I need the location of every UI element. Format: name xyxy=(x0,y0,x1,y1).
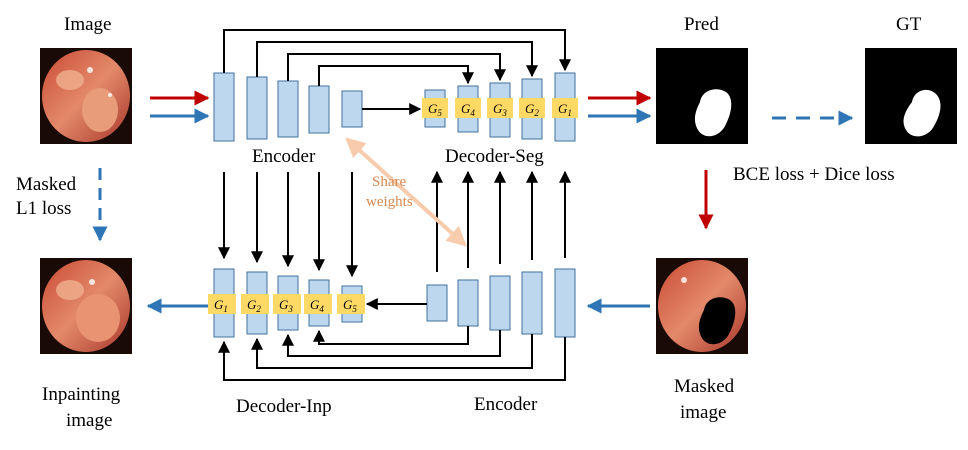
top-encoder xyxy=(213,72,363,142)
bottom-encoder-block xyxy=(554,268,576,338)
label-encoder-top: Encoder xyxy=(252,146,316,167)
svg-text:G1: G1 xyxy=(558,101,572,118)
label-masked-image-line2: image xyxy=(680,402,726,423)
svg-text:G3: G3 xyxy=(493,101,507,118)
label-share-line2: weights xyxy=(366,194,413,210)
label-decoder-seg: Decoder-Seg xyxy=(445,146,544,167)
share-weights-arrow xyxy=(345,137,467,247)
top-encoder-block xyxy=(246,76,268,140)
bottom-encoder-block xyxy=(489,275,511,331)
input-image xyxy=(40,48,132,144)
label-masked-image-line1: Masked xyxy=(674,376,735,397)
label-share-line1: Share xyxy=(372,174,406,190)
label-masked-l1-line1: Masked xyxy=(16,174,77,195)
labels: Image Pred GT Encoder Decoder-Seg Masked… xyxy=(16,14,922,431)
label-image: Image xyxy=(64,14,111,35)
top-encoder-block xyxy=(213,72,235,142)
top-encoder-block xyxy=(308,85,330,134)
label-gt: GT xyxy=(896,14,922,35)
svg-text:G4: G4 xyxy=(461,101,475,118)
bottom-encoder-block xyxy=(521,271,543,335)
top-skip-connections xyxy=(223,29,571,115)
top-encoder-block xyxy=(341,90,363,128)
top-encoder-block xyxy=(277,80,299,138)
svg-text:G5: G5 xyxy=(428,101,442,118)
gt-mask xyxy=(865,48,957,144)
top-gates: G5 G4 G3 G2 G1 xyxy=(422,98,578,118)
flow-arrows xyxy=(92,90,854,314)
label-encoder-bottom: Encoder xyxy=(474,394,538,415)
svg-text:G2: G2 xyxy=(525,101,539,118)
bottom-skip-connections xyxy=(218,298,566,381)
bottom-encoder-block xyxy=(426,284,448,322)
svg-text:G5: G5 xyxy=(343,297,357,314)
masked-image xyxy=(656,258,748,354)
label-inpainting-line2: image xyxy=(66,410,112,431)
inpainting-image xyxy=(40,258,132,354)
pred-mask xyxy=(656,48,748,144)
svg-text:G4: G4 xyxy=(310,297,324,314)
label-pred: Pred xyxy=(684,14,719,35)
label-bce-dice: BCE loss + Dice loss xyxy=(733,164,895,185)
label-decoder-inp: Decoder-Inp xyxy=(236,396,332,417)
label-masked-l1-line2: L1 loss xyxy=(16,198,71,219)
svg-text:G3: G3 xyxy=(279,297,293,314)
bottom-encoder xyxy=(426,268,576,338)
svg-text:G2: G2 xyxy=(247,297,261,314)
bottom-encoder-block xyxy=(457,279,479,327)
bottom-gates: G1 G2 G3 G4 G5 xyxy=(208,294,365,314)
svg-text:G1: G1 xyxy=(214,297,228,314)
label-inpainting-line1: Inpainting xyxy=(42,384,121,405)
